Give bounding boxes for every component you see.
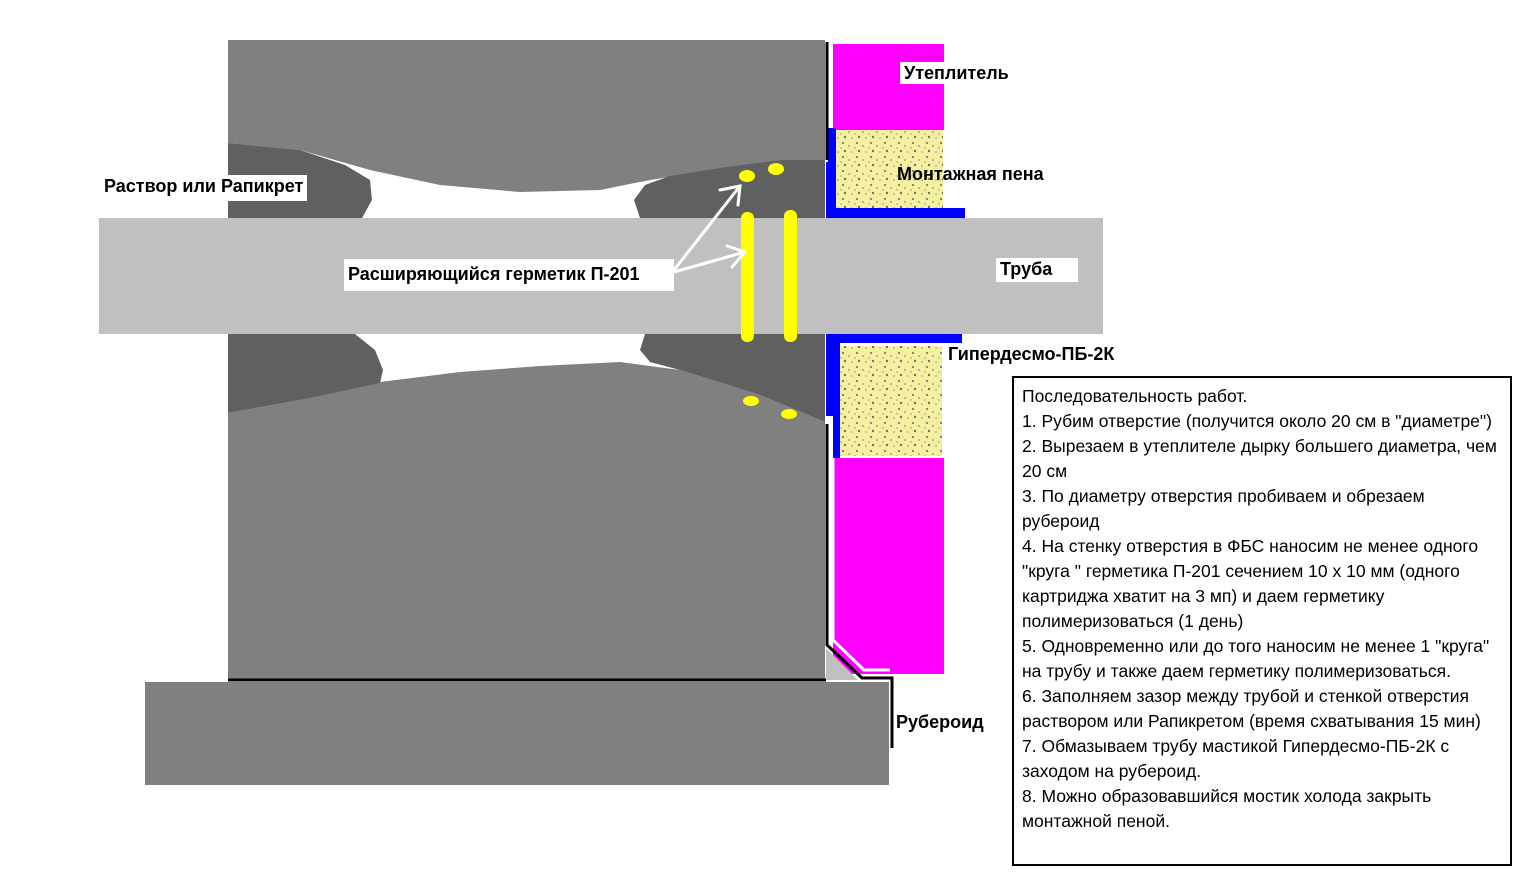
roofing-corner [826,648,858,680]
sealant-ring-1 [741,212,754,342]
mastic-top [826,128,965,218]
sealant-arrows [672,184,748,274]
sealant-dot-2 [768,163,784,175]
step-item: 7. Обмазываем трубу мастикой Гипердесмо-… [1022,736,1450,781]
step-item: 4. На стенку отверстия в ФБС наносим не … [1022,536,1479,631]
work-sequence-title: Последовательность работ. [1022,386,1248,406]
sealant-dot-1 [739,170,755,182]
foam-bottom [840,346,942,456]
step-item: 2. Вырезаем в утеплителе дырку большего … [1022,436,1497,481]
insulation-top [833,44,944,130]
label-foam: Монтажная пена [897,164,1044,184]
label-mastic: Гипердесмо-ПБ-2К [948,344,1115,364]
sealant-ring-2 [784,210,797,342]
lower-wall-block [228,362,825,680]
foam-top [835,130,943,210]
step-item: 6. Заполняем зазор между трубой и стенко… [1022,686,1481,731]
base-slab [145,682,889,785]
roofing-line-bottom [825,424,894,748]
sealant-dot-3 [743,396,759,406]
step-item: 8. Можно образовавшийся мостик холода за… [1022,786,1432,831]
work-sequence-box: Последовательность работ. 1. Рубим отвер… [1012,376,1512,866]
insulation-bottom [833,458,944,674]
step-item: 3. По диаметру отверстия пробиваем и обр… [1022,486,1425,531]
roofing-line-white [831,458,890,672]
label-sealant: Расширяющийся герметик П-201 [344,259,674,291]
step-item: 5. Одновременно или до того наносим не м… [1022,636,1490,681]
label-pipe: Труба [996,258,1078,282]
label-insulation: Утеплитель [900,62,1013,84]
mortar-bottom-right [640,334,825,422]
label-mortar: Раствор или Рапикрет [100,175,308,201]
label-roofing: Рубероид [896,712,984,732]
sealant-dot-4 [781,409,797,419]
mastic-bottom [826,334,962,458]
mortar-bottom-left [228,334,383,413]
step-item: 1. Рубим отверстие (получится около 20 с… [1022,411,1492,431]
upper-wall-block [228,40,825,192]
